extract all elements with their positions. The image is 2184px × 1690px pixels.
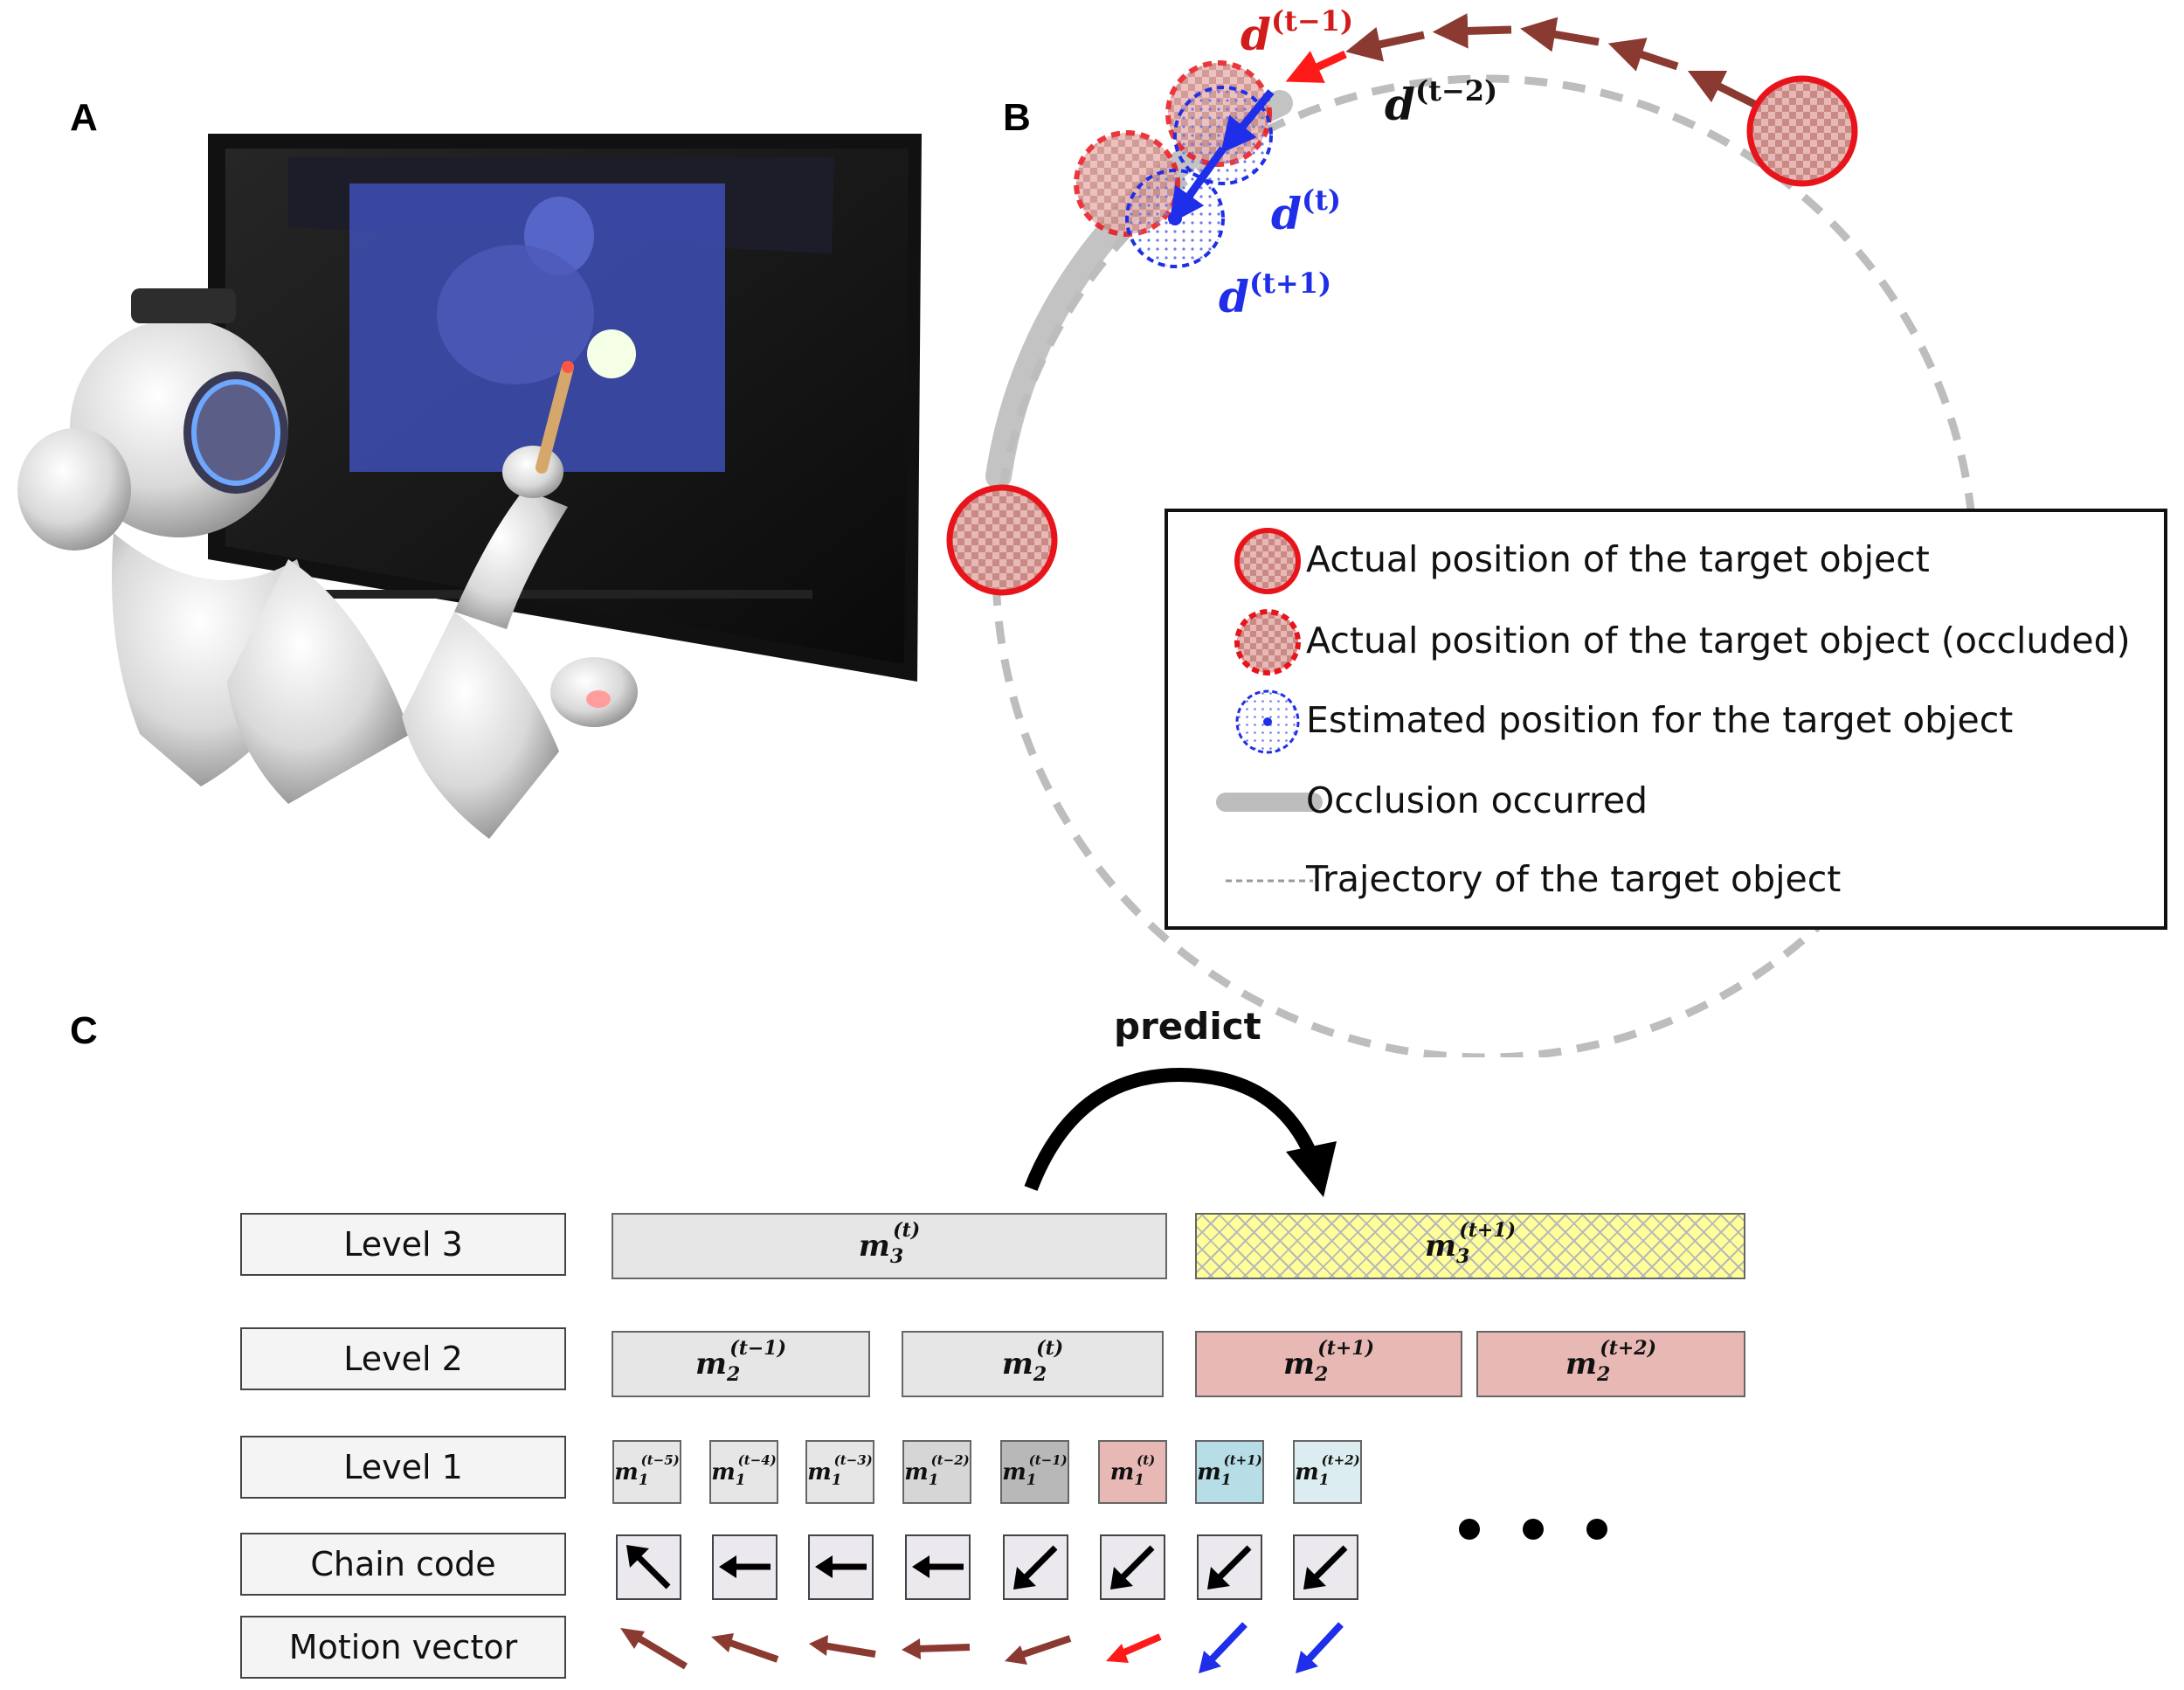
chain-code-cell — [1293, 1534, 1358, 1600]
chain-code-cell — [808, 1534, 874, 1600]
chain-code-cell — [616, 1534, 681, 1600]
monitor — [208, 134, 922, 682]
motion-vector-arrow — [1005, 1635, 1072, 1665]
nao-robot — [17, 288, 638, 839]
legend-occlusion: Occlusion occurred — [1306, 779, 1648, 821]
ellipsis-icon — [1459, 1519, 1607, 1540]
target-object-on-screen — [587, 329, 636, 378]
legend-trajectory: Trajectory of the target object — [1306, 858, 1842, 900]
label-d-t: d(t) — [1271, 184, 1342, 239]
predict-arrow — [1024, 1067, 1337, 1197]
chain-arrow-down-left-icon — [1110, 1545, 1155, 1590]
chain-arrow-down-left-icon — [1303, 1545, 1348, 1590]
legend-occluded: Actual position of the target object (oc… — [1306, 620, 2131, 661]
estimated-position-marker — [1173, 86, 1273, 185]
legend-box — [1165, 509, 2167, 930]
past-motion-arrows — [1285, 13, 1759, 109]
estimated-motion-arrow — [1220, 89, 1275, 154]
motion-vector-arrow — [1199, 1622, 1248, 1673]
chain-code-cell — [1003, 1534, 1068, 1600]
motion-vector-arrow — [711, 1633, 779, 1663]
chain-code-cell — [905, 1534, 971, 1600]
row-label-level1: Level 1 — [240, 1436, 566, 1499]
chain-arrow-up-left-icon — [626, 1545, 671, 1590]
row-label-level2: Level 2 — [240, 1327, 566, 1390]
chain-arrow-down-left-icon — [1013, 1545, 1058, 1590]
legend-actual-icon — [1234, 528, 1301, 594]
legend-actual: Actual position of the target object — [1306, 538, 1930, 580]
chain-arrow-down-left-icon — [1207, 1545, 1252, 1590]
panel-label-b: B — [1003, 96, 1031, 139]
chain-code-cell — [712, 1534, 778, 1600]
legend-estimated: Estimated position for the target object — [1306, 699, 2014, 741]
robot-photo — [17, 134, 922, 839]
predict-label: predict — [1114, 1005, 1261, 1048]
panel-label-c: C — [70, 1009, 98, 1052]
panel-label-a: A — [70, 96, 98, 139]
row-label-motion-vector: Motion vector — [240, 1616, 566, 1679]
legend-symbols — [1216, 528, 1323, 883]
chain-code-cell — [1100, 1534, 1165, 1600]
motion-vector-arrow — [620, 1628, 688, 1670]
row-label-chain-code: Chain code — [240, 1533, 566, 1596]
chain-code-cell — [1197, 1534, 1262, 1600]
label-d-t-minus-1: d(t−1) — [1241, 4, 1354, 60]
chain-arrow-left-icon — [912, 1555, 964, 1578]
row-label-level3: Level 3 — [240, 1213, 566, 1276]
estimated-motion-arrow — [1169, 146, 1227, 225]
head-camera — [131, 288, 236, 323]
motion-vector-row — [620, 1622, 1344, 1673]
label-d-t-minus-2: d(t−2) — [1385, 74, 1498, 130]
chain-arrow-left-icon — [815, 1555, 867, 1578]
motion-vector-arrow — [1106, 1633, 1162, 1663]
pen — [536, 361, 574, 474]
label-d-t-plus-1: d(t+1) — [1219, 267, 1332, 322]
actual-position-marker — [1746, 75, 1858, 187]
chain-arrow-left-icon — [719, 1555, 771, 1578]
motion-vector-arrow — [809, 1635, 876, 1658]
legend-occluded-icon — [1234, 609, 1301, 675]
actual-position-marker — [946, 484, 1058, 596]
motion-vector-arrow — [902, 1638, 971, 1659]
motion-vector-arrow — [1296, 1622, 1344, 1673]
